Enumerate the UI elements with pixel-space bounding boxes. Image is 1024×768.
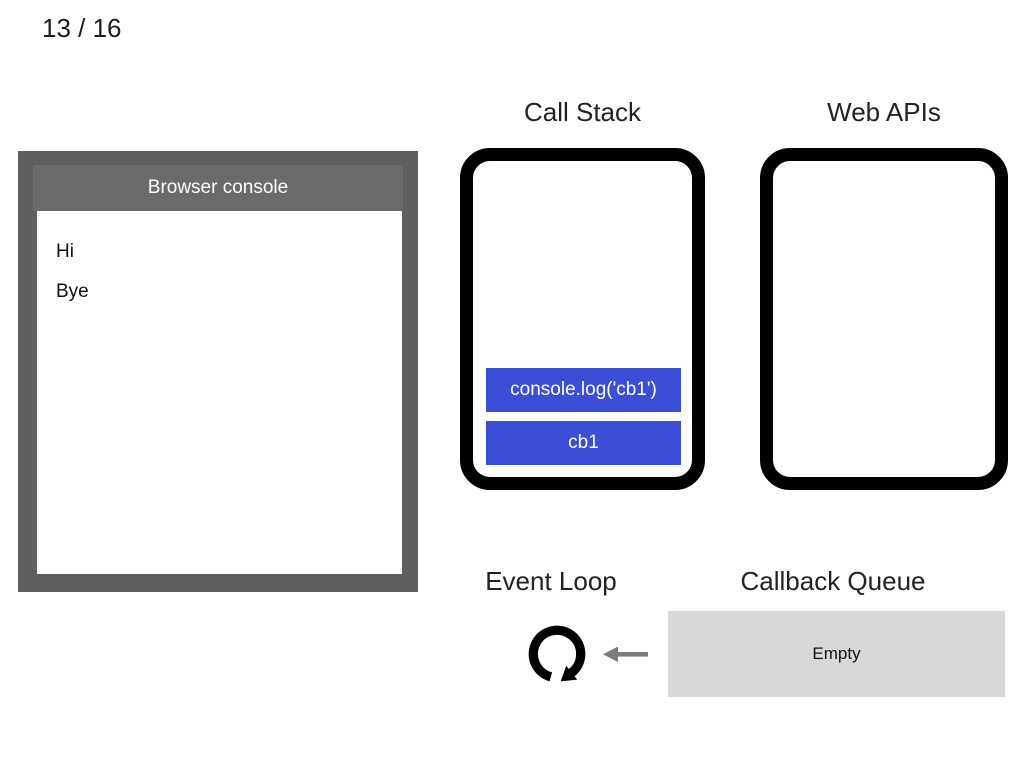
call-stack-box: console.log('cb1') cb1 — [460, 148, 705, 490]
web-apis-label: Web APIs — [827, 97, 941, 127]
browser-console-window: Browser console Hi Bye — [18, 151, 418, 592]
browser-console-output: Hi Bye — [37, 211, 402, 574]
browser-console-title: Browser console — [33, 165, 403, 211]
callback-queue-label: Callback Queue — [740, 566, 926, 596]
console-log-line: Hi — [56, 241, 74, 262]
callback-queue-box: Empty — [668, 611, 1005, 697]
web-apis-box — [760, 148, 1008, 490]
event-loop-circular-arrow-icon — [528, 625, 586, 682]
stack-frame: console.log('cb1') — [486, 368, 681, 412]
queue-to-loop-left-arrow-icon — [603, 646, 648, 662]
call-stack-label: Call Stack — [523, 97, 642, 127]
event-loop-label: Event Loop — [485, 566, 617, 596]
callback-queue-status: Empty — [812, 644, 861, 663]
console-log-line: Bye — [56, 281, 89, 302]
page-counter: 13 / 16 — [42, 13, 122, 43]
stack-frame: cb1 — [486, 421, 681, 465]
